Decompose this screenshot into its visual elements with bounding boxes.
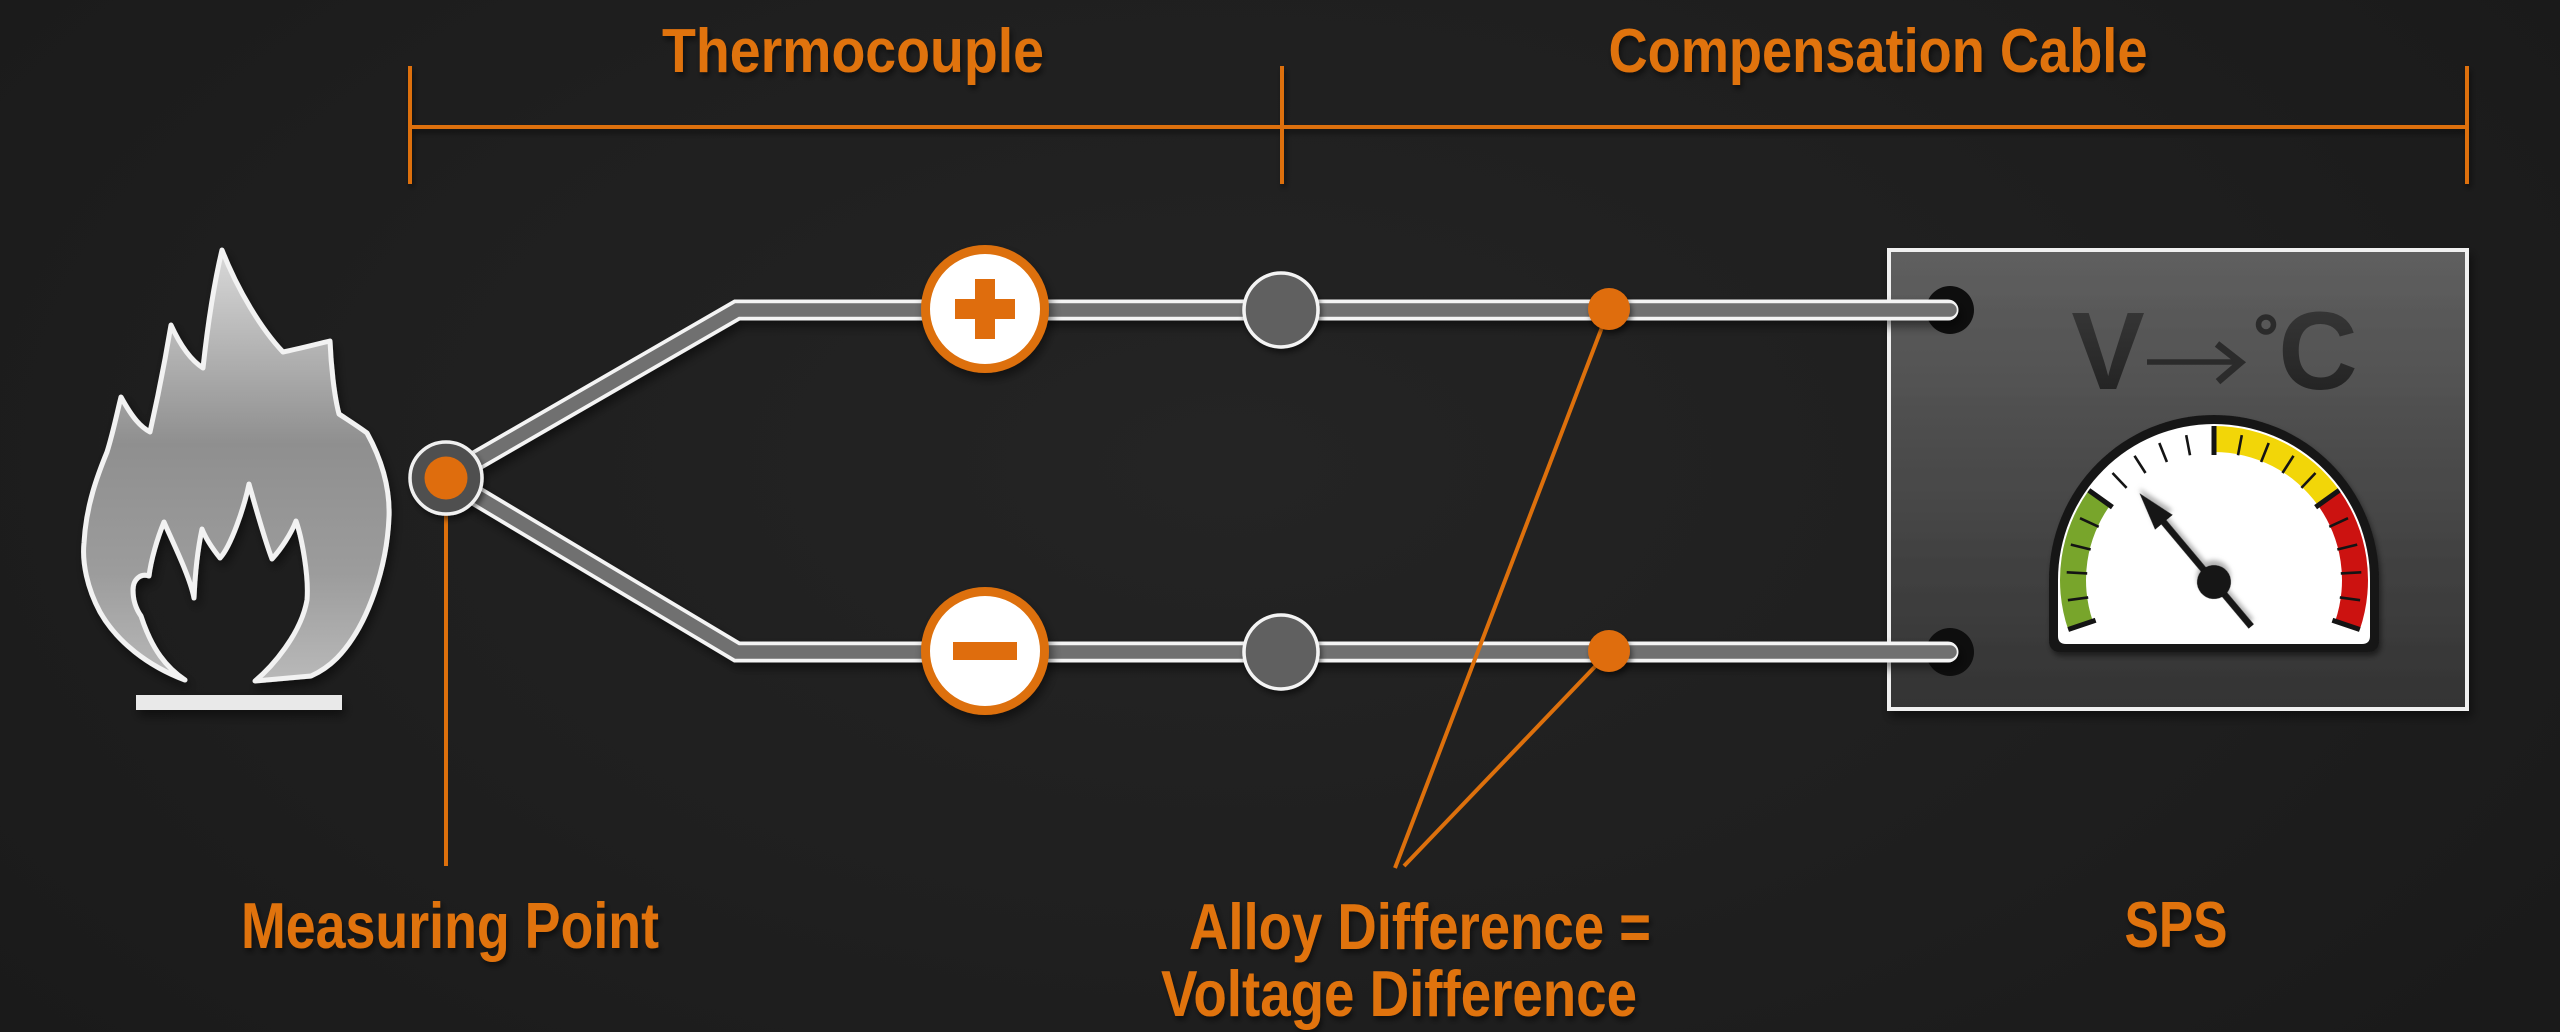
svg-text:Thermocouple: Thermocouple	[662, 17, 1044, 86]
svg-text:C: C	[2278, 290, 2357, 413]
svg-text:Measuring Point: Measuring Point	[241, 889, 659, 962]
svg-text:Alloy Difference =: Alloy Difference =	[1189, 890, 1651, 963]
svg-text:V: V	[2071, 290, 2144, 413]
svg-text:SPS: SPS	[2125, 888, 2228, 961]
svg-text:Voltage Difference: Voltage Difference	[1161, 957, 1637, 1030]
svg-text:Compensation Cable: Compensation Cable	[1609, 17, 2148, 86]
